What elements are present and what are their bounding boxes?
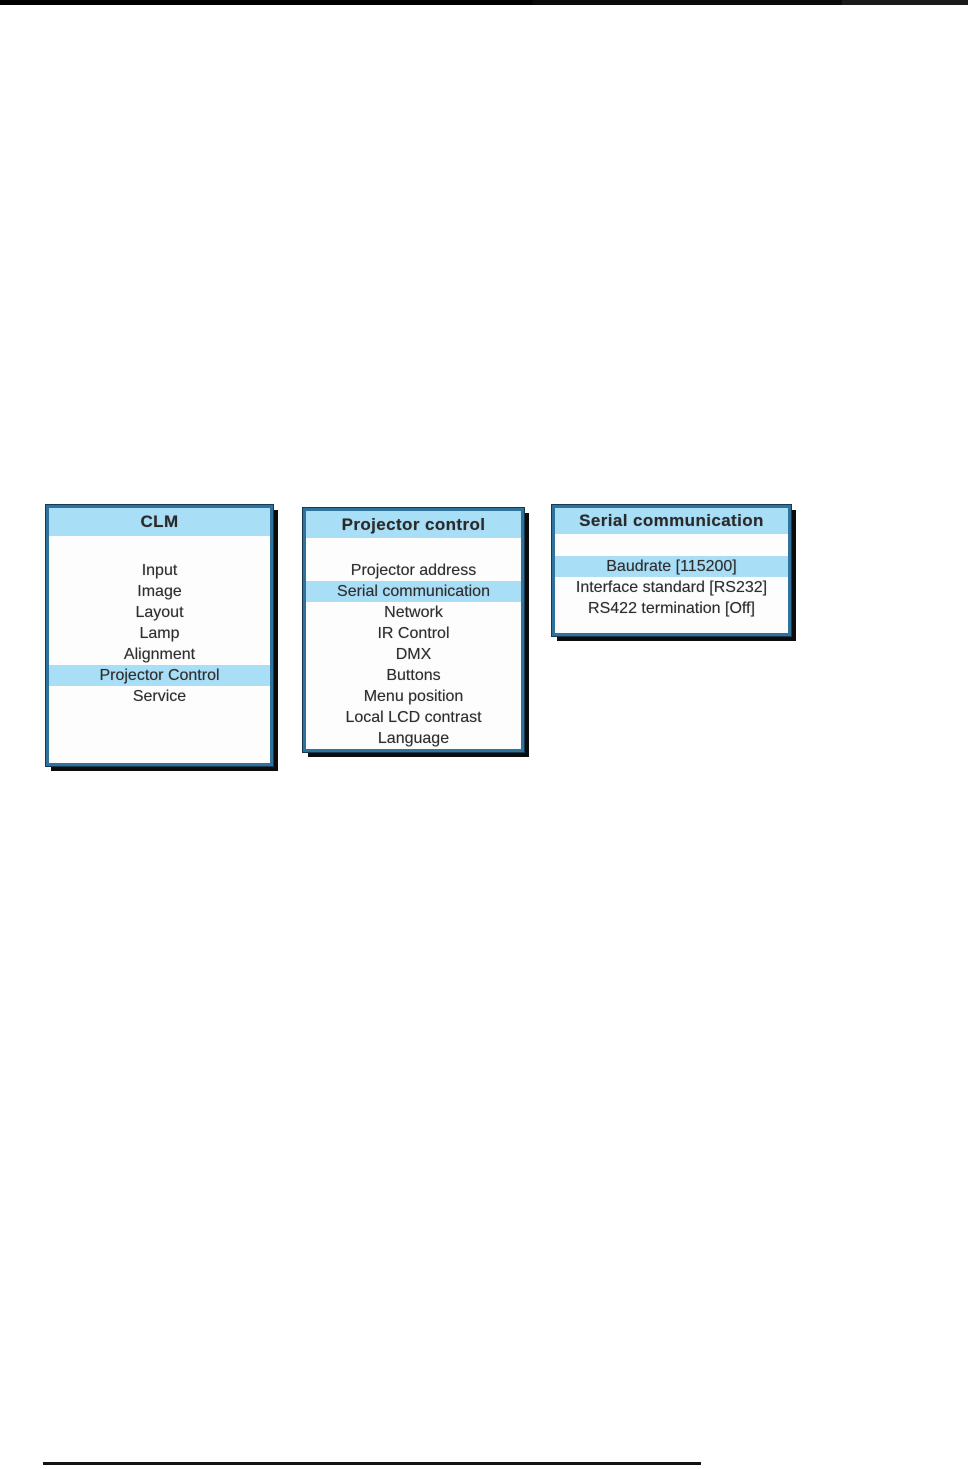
menu-item[interactable]: Input [141,562,178,579]
menu-item[interactable]: Alignment [123,646,196,663]
menu-title: CLM [49,508,270,536]
menu-item[interactable]: Language [377,730,450,747]
menu-item-selected[interactable]: Projector Control [49,665,270,686]
menu-item[interactable]: Interface standard [RS232] [575,579,768,596]
menu-item[interactable]: Menu position [363,688,464,705]
menu-item[interactable]: DMX [395,646,432,663]
menu-item[interactable]: Image [137,583,182,600]
footer-rule [43,1462,701,1465]
menu-item[interactable]: RS422 termination [Off] [588,600,755,617]
menu-item[interactable]: Layout [135,604,184,621]
menu-item-list: Baudrate [115200] Interface standard [RS2… [555,556,788,619]
menu-item-selected[interactable]: Baudrate [115200] [555,556,788,577]
menu-item[interactable]: IR Control [377,625,450,642]
menu-item-selected[interactable]: Serial communication [306,581,521,602]
menu-title: Serial communication [555,508,788,534]
osd-menu-serial-communication: Serial communication Baudrate [115200] In… [551,504,792,637]
scan-artifact-top-bar [0,0,968,5]
menu-item[interactable]: Lamp [139,625,180,642]
menu-item[interactable]: Network [384,604,443,621]
menu-item[interactable]: Buttons [386,667,441,684]
menu-item[interactable]: Service [132,688,187,705]
menu-item[interactable]: Local LCD contrast [345,709,482,726]
menu-title: Projector control [306,511,521,538]
menu-item[interactable]: Projector address [350,562,477,579]
